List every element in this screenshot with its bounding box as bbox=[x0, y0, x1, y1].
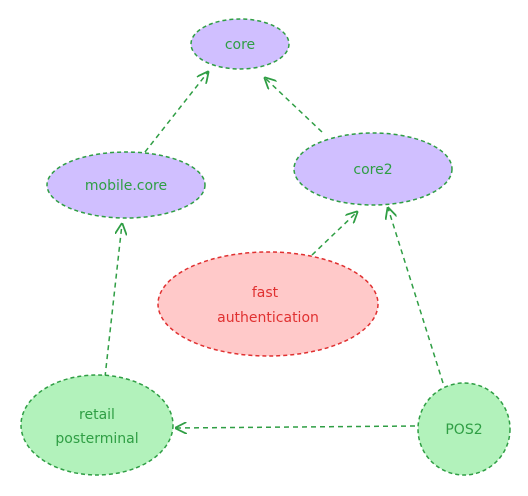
edge-pos2-to-core2 bbox=[388, 208, 444, 384]
edge-pos2-to-retail bbox=[176, 426, 416, 428]
node-fast-auth-label-line2: authentication bbox=[217, 310, 319, 326]
node-core2[interactable]: core2 bbox=[293, 132, 453, 206]
node-retail-label-line2: posterminal bbox=[55, 431, 138, 447]
node-retail-label-line1: retail bbox=[79, 407, 115, 423]
node-fast-authentication[interactable]: fast authentication bbox=[157, 251, 379, 357]
node-core[interactable]: core bbox=[190, 18, 290, 70]
edges bbox=[104, 72, 444, 428]
node-core2-label: core2 bbox=[353, 162, 392, 178]
edge-fast-auth-to-core2 bbox=[311, 212, 357, 256]
node-mobile-core-label: mobile.core bbox=[85, 178, 167, 194]
node-pos2[interactable]: POS2 bbox=[417, 382, 511, 476]
node-pos2-label: POS2 bbox=[445, 422, 482, 438]
edge-mobile-core-to-core bbox=[144, 72, 208, 153]
node-retail-posterminal[interactable]: retail posterminal bbox=[20, 374, 174, 476]
node-fast-auth-label-line1: fast bbox=[252, 285, 279, 301]
node-core-label: core bbox=[225, 37, 255, 53]
edge-core2-to-core bbox=[265, 78, 323, 133]
node-mobile-core[interactable]: mobile.core bbox=[46, 151, 206, 219]
edge-retail-to-mobile-core bbox=[104, 224, 122, 378]
